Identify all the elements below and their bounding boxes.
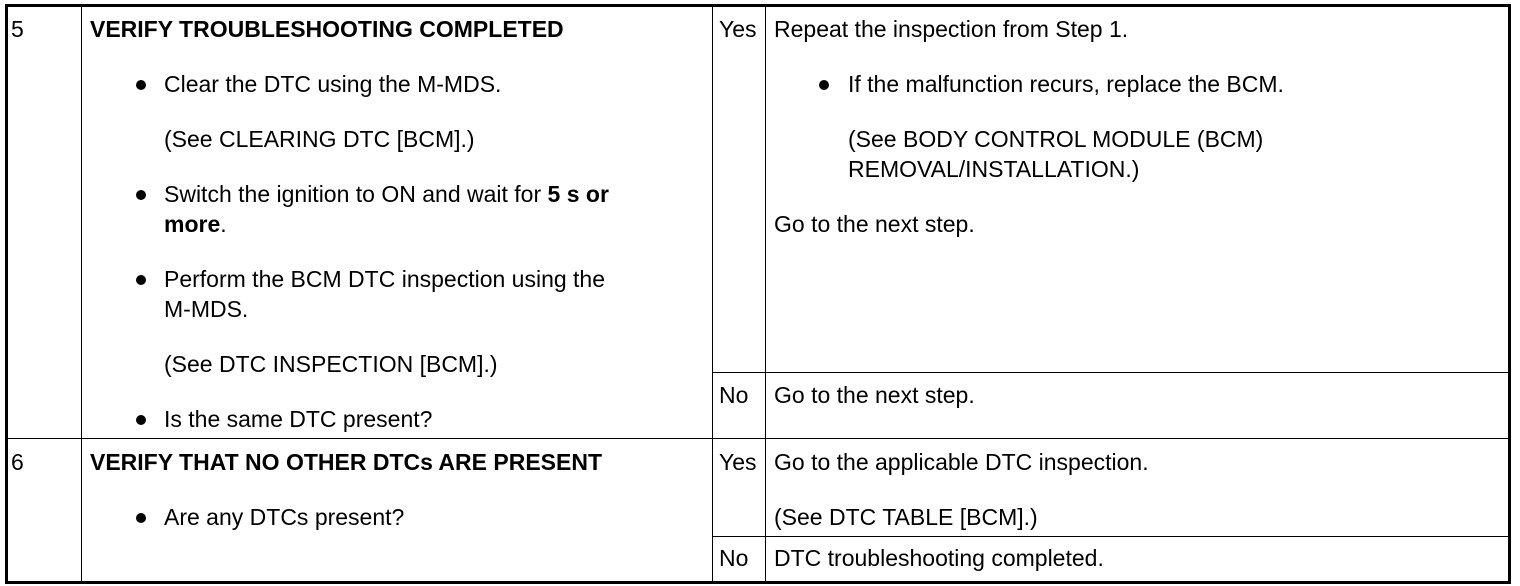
row-divider: [8, 438, 1508, 439]
reference-link[interactable]: (See DTC INSPECTION [BCM].): [164, 351, 498, 377]
no-action: DTC troubleshooting completed.: [774, 545, 1104, 571]
column-divider: [765, 7, 766, 581]
bullet-icon: [136, 80, 146, 90]
check-item: Switch the ignition to ON and wait for 5…: [164, 181, 609, 207]
check-item-continued: more.: [164, 211, 227, 237]
yes-action-item: If the malfunction recurs, replace the B…: [848, 71, 1284, 97]
reference-link[interactable]: (See BODY CONTROL MODULE (BCM): [848, 126, 1264, 152]
step-title: VERIFY TROUBLESHOOTING COMPLETED: [90, 16, 564, 42]
no-label: No: [719, 382, 749, 408]
question-item: Are any DTCs present?: [164, 504, 405, 530]
bullet-icon: [136, 190, 146, 200]
row-divider: [712, 536, 1508, 537]
check-item: Clear the DTC using the M-MDS.: [164, 71, 502, 97]
no-label: No: [719, 545, 749, 571]
column-divider: [81, 7, 82, 581]
step-number: 6: [11, 449, 24, 475]
yes-label: Yes: [719, 16, 757, 42]
bullet-icon: [136, 275, 146, 285]
bullet-icon: [136, 513, 146, 523]
step-row: 6 VERIFY THAT NO OTHER DTCs ARE PRESENT …: [8, 438, 1508, 581]
reference-link[interactable]: (See CLEARING DTC [BCM].): [164, 126, 475, 152]
reference-link[interactable]: (See DTC TABLE [BCM].): [774, 504, 1038, 530]
bullet-icon: [136, 415, 146, 425]
yes-action: Go to the next step.: [774, 211, 975, 237]
reference-link-continued[interactable]: REMOVAL/INSTALLATION.): [848, 156, 1140, 182]
question-item: Is the same DTC present?: [164, 406, 433, 432]
bullet-icon: [819, 80, 829, 90]
column-divider: [712, 7, 713, 581]
check-item: Perform the BCM DTC inspection using the: [164, 266, 606, 292]
yes-action: Go to the applicable DTC inspection.: [774, 449, 1149, 475]
yes-action: Repeat the inspection from Step 1.: [774, 16, 1129, 42]
no-action: Go to the next step.: [774, 382, 975, 408]
row-divider: [712, 372, 1508, 373]
step-number: 5: [11, 16, 24, 42]
yes-label: Yes: [719, 449, 757, 475]
step-title: VERIFY THAT NO OTHER DTCs ARE PRESENT: [90, 449, 603, 475]
check-item-continued: M-MDS.: [164, 296, 249, 322]
troubleshooting-table: 5 VERIFY TROUBLESHOOTING COMPLETED Clear…: [5, 4, 1511, 584]
step-row: 5 VERIFY TROUBLESHOOTING COMPLETED Clear…: [8, 7, 1508, 438]
